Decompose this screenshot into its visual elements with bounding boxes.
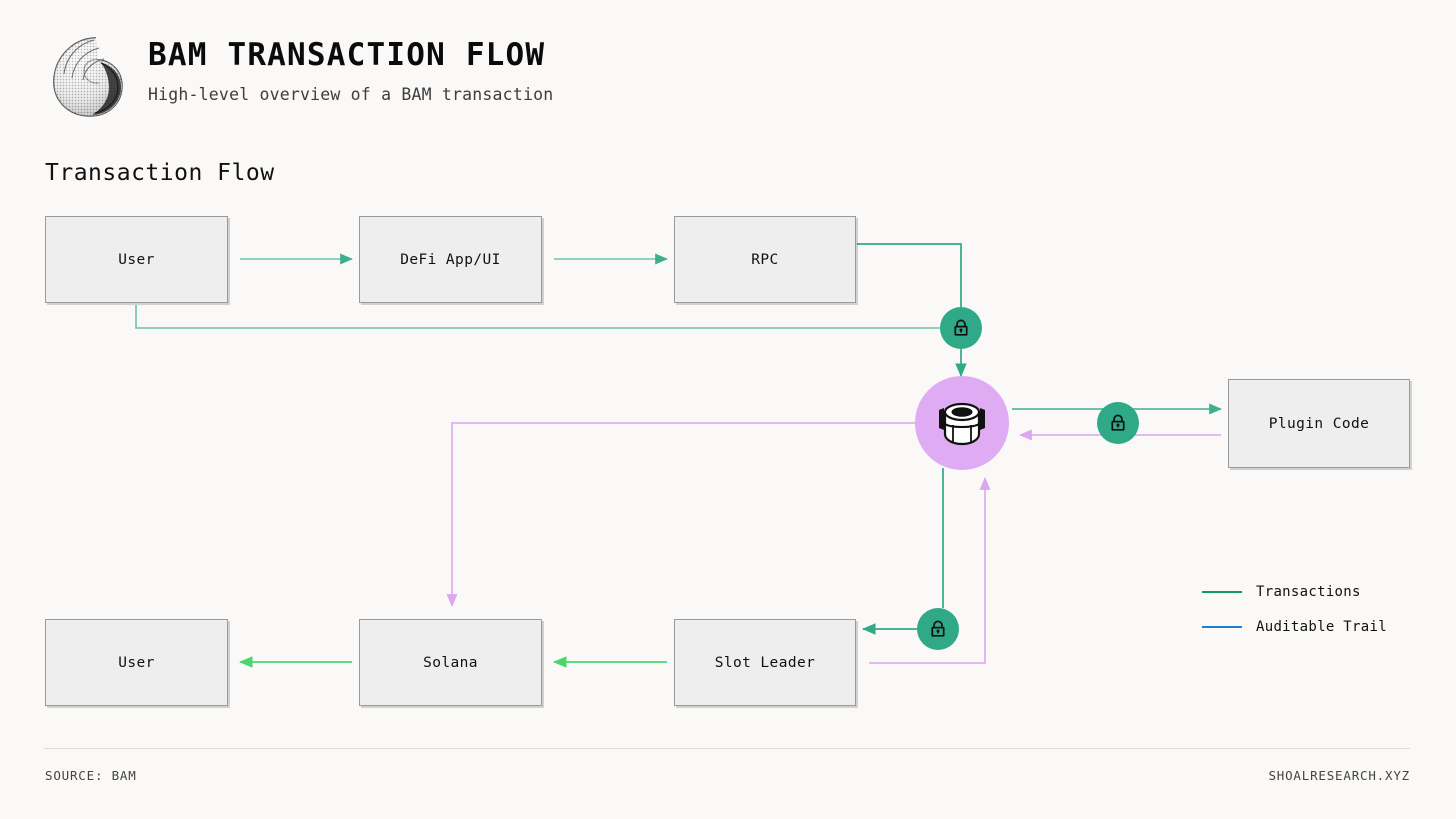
lock-icon — [931, 620, 945, 637]
node-lock-plugin[interactable] — [1097, 402, 1139, 444]
legend-swatch-auditable-trail — [1202, 625, 1242, 629]
node-label: Slot Leader — [714, 654, 816, 671]
lock-icon — [1111, 414, 1125, 431]
legend-item-transactions: Transactions — [1202, 584, 1387, 600]
page-header: BAM TRANSACTION FLOW High-level overview… — [44, 28, 553, 122]
node-plugin-code[interactable]: Plugin Code — [1228, 379, 1410, 468]
legend-label-transactions: Transactions — [1256, 584, 1361, 600]
node-label: Solana — [423, 654, 478, 671]
node-bam-core[interactable] — [915, 376, 1009, 470]
header-text-block: BAM TRANSACTION FLOW High-level overview… — [148, 28, 553, 104]
node-slot-leader[interactable]: Slot Leader — [674, 619, 856, 706]
page-subtitle: High-level overview of a BAM transaction — [148, 85, 554, 105]
legend: Transactions Auditable Trail — [1202, 584, 1387, 635]
snail-shell-logo-icon — [44, 30, 128, 122]
page-title: BAM TRANSACTION FLOW — [148, 37, 546, 73]
node-label: Plugin Code — [1268, 415, 1370, 432]
legend-swatch-transactions — [1202, 590, 1242, 594]
legend-item-auditable-trail: Auditable Trail — [1202, 619, 1387, 635]
node-defi-app[interactable]: DeFi App/UI — [359, 216, 542, 303]
node-label: DeFi App/UI — [400, 251, 501, 268]
node-lock-rpc[interactable] — [940, 307, 982, 349]
legend-label-auditable-trail: Auditable Trail — [1256, 619, 1387, 635]
node-solana[interactable]: Solana — [359, 619, 542, 706]
node-label: RPC — [751, 251, 779, 268]
footer-divider — [44, 748, 1410, 749]
node-label: User — [118, 654, 155, 671]
footer-site: SHOALRESEARCH.XYZ — [1268, 768, 1410, 783]
node-rpc[interactable]: RPC — [674, 216, 856, 303]
bam-drum-icon — [939, 402, 985, 446]
node-label: User — [118, 251, 155, 268]
node-user-bottom[interactable]: User — [45, 619, 228, 706]
footer-source: SOURCE: BAM — [45, 768, 137, 783]
lock-icon — [954, 319, 968, 336]
node-lock-slot-leader[interactable] — [917, 608, 959, 650]
node-user-top[interactable]: User — [45, 216, 228, 303]
section-heading: Transaction Flow — [45, 160, 275, 186]
